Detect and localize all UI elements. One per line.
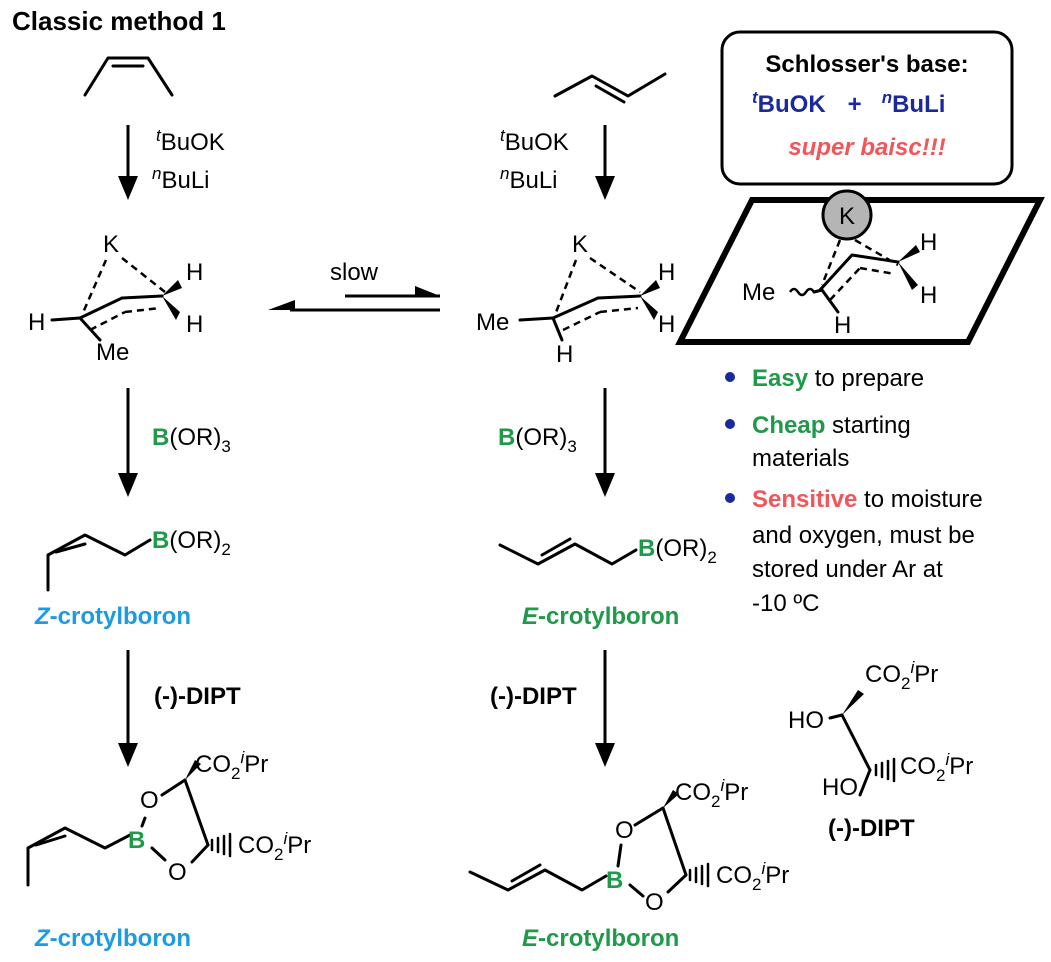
z-crotylboronate-dipt-ester: B O O CO2iPr CO2iPr [26, 748, 311, 887]
svg-text:Me: Me [742, 279, 775, 306]
reagent-tbuok-middle: tBuOK [500, 126, 569, 156]
svg-text:O: O [168, 859, 187, 886]
svg-text:stored under Ar at: stored under Ar at [752, 556, 943, 583]
reagent-dipt-left: (-)-DIPT [154, 683, 241, 710]
equilibrium-label: slow [330, 259, 379, 286]
reagent-tbuok-left: tBuOK [156, 126, 225, 156]
bullet-easy: Easy to prepare [752, 365, 924, 392]
svg-text:O: O [615, 817, 634, 844]
e-crotylboron-label-1: E-crotylboron [522, 603, 679, 630]
reagent-nbuli-middle: nBuLi [500, 164, 558, 194]
svg-text:CO2iPr: CO2iPr [865, 658, 938, 693]
svg-text:K: K [839, 203, 855, 230]
svg-text:CO2iPr: CO2iPr [900, 750, 973, 785]
svg-text:B(OR)2: B(OR)2 [152, 527, 231, 559]
svg-text:CO2iPr: CO2iPr [238, 829, 311, 864]
hash-wedge-left [210, 832, 232, 858]
bullet-cheap: Cheap starting [752, 412, 911, 439]
z-crotylboron-label-1: Z-crotylboron [34, 603, 191, 630]
svg-text:CO2iPr: CO2iPr [716, 859, 789, 894]
svg-text:Me: Me [96, 339, 129, 366]
svg-text:O: O [645, 889, 664, 916]
hash-wedge-dipt [874, 757, 896, 783]
equilibrium-arrows [268, 286, 440, 312]
page-title: Classic method 1 [12, 6, 226, 36]
atom-k-left: K [103, 231, 119, 258]
svg-text:H: H [834, 312, 851, 339]
svg-text:H: H [658, 259, 675, 286]
svg-text:K: K [572, 231, 588, 258]
dipt-structure-label: (-)-DIPT [828, 815, 915, 842]
svg-text:materials: materials [752, 445, 849, 472]
e-allylpotassium: K Me H H H [476, 231, 675, 368]
hash-wedge-middle [688, 862, 710, 888]
svg-text:CO2iPr: CO2iPr [195, 748, 268, 783]
svg-text:B: B [606, 867, 623, 894]
svg-text:H: H [556, 341, 573, 368]
z-crotylboron-label-2: Z-crotylboron [34, 925, 191, 952]
k-sphere [821, 189, 873, 241]
svg-text:O: O [140, 787, 159, 814]
bullet-sensitive: Sensitive to moisture [752, 486, 983, 513]
svg-text:B(OR)2: B(OR)2 [638, 535, 717, 567]
svg-text:CO2iPr: CO2iPr [675, 776, 748, 811]
reagent-boron-left: B(OR)3 [152, 424, 231, 456]
schlosser-note: super baisc!!! [788, 134, 945, 161]
reagent-nbuli-left: nBuLi [152, 164, 210, 194]
arrow-down-left-1 [118, 125, 138, 200]
svg-text:Me: Me [476, 309, 509, 336]
svg-text:H: H [920, 229, 937, 256]
svg-text:H: H [28, 309, 45, 336]
z-allylpotassium: K H H H Me [28, 231, 203, 366]
svg-text:HO: HO [788, 707, 824, 734]
schlosser-title: Schlosser's base: [765, 51, 968, 78]
svg-text:H: H [920, 282, 937, 309]
svg-text:H: H [186, 259, 203, 286]
reagent-dipt-middle: (-)-DIPT [490, 683, 577, 710]
bullet-list: Easy to prepare Cheap starting materials… [725, 365, 983, 617]
allyl-potassium-plane: K Me H H H [675, 189, 1045, 345]
svg-text:H: H [658, 311, 675, 338]
arrow-down-left-3 [118, 650, 138, 767]
dipt-structure: CO2iPr HO CO2iPr HO [788, 658, 973, 801]
svg-text:and oxygen, must be: and oxygen, must be [752, 522, 975, 549]
schlosser-base-box: Schlosser's base: tBuOK+nBuLi super bais… [720, 30, 1014, 186]
e-crotylboron-label-2: E-crotylboron [522, 925, 679, 952]
z-crotylboronate: B(OR)2 [46, 527, 231, 592]
svg-text:H: H [186, 311, 203, 338]
svg-text:HO: HO [822, 774, 858, 801]
arrow-down-middle-3 [595, 650, 615, 767]
arrow-down-middle-2 [595, 388, 615, 497]
arrow-down-left-2 [118, 388, 138, 497]
svg-text:-10 ºC: -10 ºC [752, 590, 819, 617]
arrow-down-middle-1 [595, 125, 615, 200]
schlosser-reagents: tBuOK+nBuLi [752, 88, 945, 118]
cis-2-butene [83, 56, 174, 97]
e-crotylboronate: B(OR)2 [498, 535, 717, 567]
trans-2-butene [553, 72, 667, 104]
svg-text:B: B [128, 827, 145, 854]
reagent-boron-middle: B(OR)3 [498, 424, 577, 456]
e-crotylboronate-dipt-ester: B O O CO2iPr CO2iPr [468, 776, 789, 916]
